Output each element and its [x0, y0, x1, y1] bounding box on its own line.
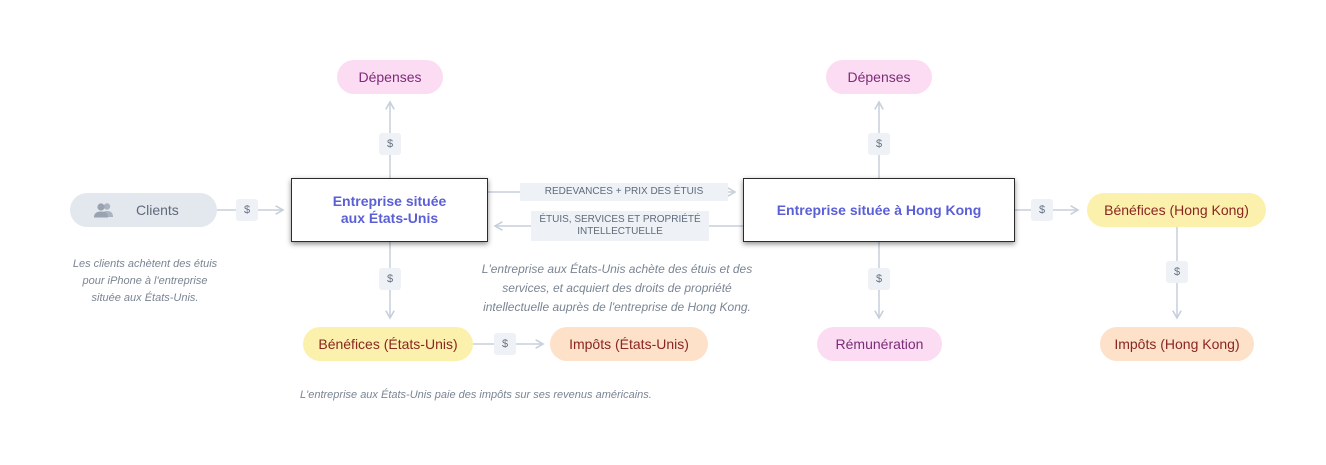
clients-pill: Clients	[70, 193, 217, 227]
flow-label-goods: ÉTUIS, SERVICES ET PROPRIÉTÉ INTELLECTUE…	[531, 211, 709, 241]
dollar-hk-compensation: $	[868, 268, 890, 290]
hk-compensation-pill: Rémunération	[817, 327, 942, 361]
us-profits-label: Bénéfices (États-Unis)	[318, 336, 458, 352]
hk-entity-label: Entreprise située à Hong Kong	[776, 201, 982, 218]
us-entity-line2: aux États-Unis	[340, 210, 439, 226]
hk-taxes-pill: Impôts (Hong Kong)	[1100, 327, 1254, 361]
clients-note-line3: située aux États-Unis.	[91, 292, 199, 304]
flow-label-royalties-text: REDEVANCES + PRIX DES ÉTUIS	[544, 186, 704, 197]
dollar-us-profits: $	[379, 268, 401, 290]
flow-label-royalties: REDEVANCES + PRIX DES ÉTUIS	[520, 183, 728, 201]
us-taxes-pill: Impôts (États-Unis)	[550, 327, 708, 361]
us-expenses-label: Dépenses	[358, 69, 422, 85]
bottom-note-text: L'entreprise aux États-Unis paie des imp…	[300, 389, 652, 401]
us-profits-pill: Bénéfices (États-Unis)	[303, 327, 473, 361]
hk-entity-box: Entreprise située à Hong Kong	[743, 178, 1015, 242]
hk-compensation-label: Rémunération	[835, 336, 924, 352]
middle-note-line1: L'entreprise aux États-Unis achète des é…	[481, 262, 753, 276]
clients-note: Les clients achètent des étuis pour iPho…	[45, 256, 245, 307]
users-icon	[92, 202, 116, 218]
middle-note-line2: services, et acquiert des droits de prop…	[502, 281, 732, 295]
dollar-hk-profits: $	[1031, 199, 1053, 221]
hk-profits-label: Bénéfices (Hong Kong)	[1104, 202, 1249, 218]
flow-label-goods-line2: INTELLECTUELLE	[577, 226, 663, 237]
dollar-us-expenses: $	[379, 133, 401, 155]
us-entity-line1: Entreprise située	[332, 193, 447, 209]
clients-note-line2: pour iPhone à l'entreprise	[82, 275, 208, 287]
middle-note-line3: intellectuelle auprès de l'entreprise de…	[483, 300, 751, 314]
middle-note: L'entreprise aux États-Unis achète des é…	[452, 260, 782, 317]
dollar-hk-expenses: $	[868, 133, 890, 155]
hk-taxes-label: Impôts (Hong Kong)	[1114, 336, 1240, 352]
hk-profits-pill: Bénéfices (Hong Kong)	[1087, 193, 1266, 227]
dollar-us-taxes: $	[494, 333, 516, 355]
dollar-clients: $	[236, 199, 258, 221]
hk-expenses-pill: Dépenses	[826, 60, 932, 94]
dollar-hk-taxes: $	[1166, 261, 1188, 283]
us-entity-box: Entreprise située aux États-Unis	[291, 178, 488, 242]
clients-note-line1: Les clients achètent des étuis	[72, 258, 218, 270]
hk-expenses-label: Dépenses	[847, 69, 911, 85]
bottom-note: L'entreprise aux États-Unis paie des imp…	[300, 389, 720, 401]
clients-label: Clients	[136, 202, 179, 218]
us-expenses-pill: Dépenses	[337, 60, 443, 94]
us-taxes-label: Impôts (États-Unis)	[569, 336, 689, 352]
flow-label-goods-line1: ÉTUIS, SERVICES ET PROPRIÉTÉ	[539, 214, 701, 225]
